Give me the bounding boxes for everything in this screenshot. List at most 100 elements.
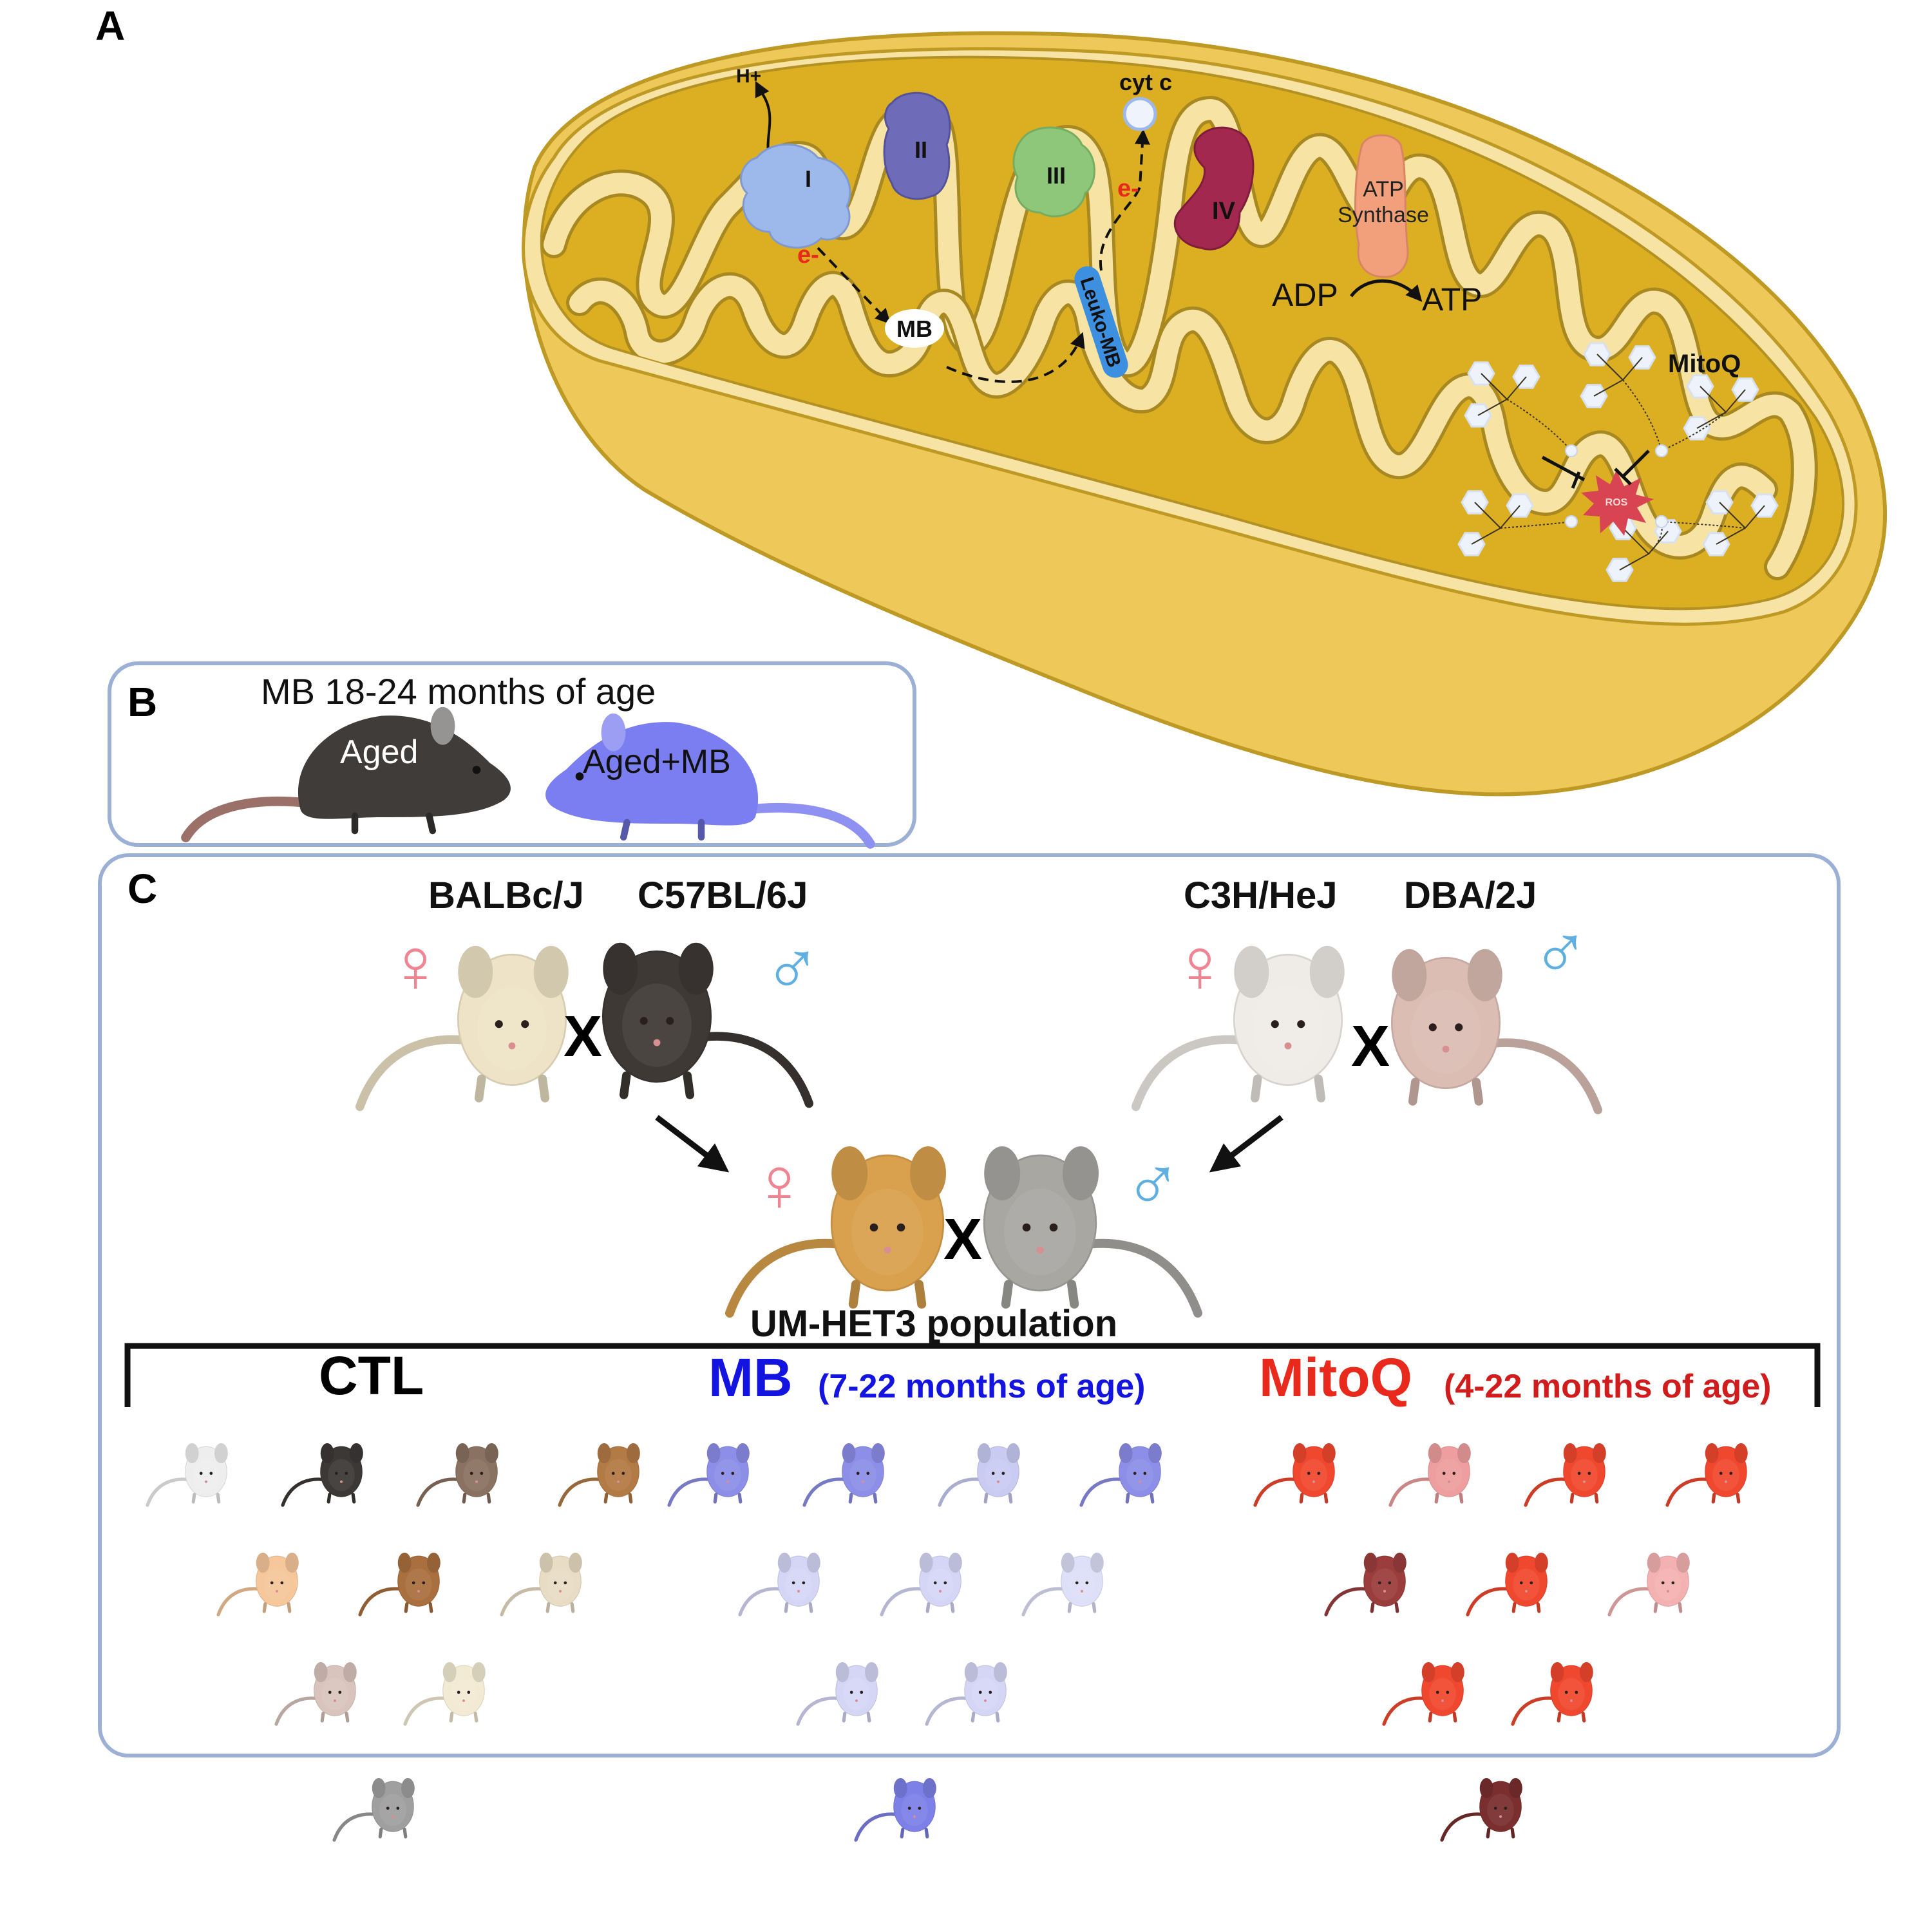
mouse-ear-left [706,1443,721,1464]
mitoq-molecule [1655,490,1779,556]
mouse-eye [386,1806,390,1810]
inhibition-line-right [1614,450,1650,486]
mouse-ear-left [842,1443,856,1464]
mouse-eye [1143,1472,1147,1475]
tpp-head [1565,444,1578,457]
mouse-legs [327,1492,356,1504]
mb-bubble [885,309,944,348]
mouse-face [1712,1459,1739,1492]
mouse-eye [270,1581,274,1585]
mouse-ear-left [964,1662,978,1683]
bond [1477,399,1508,416]
mouse-legs [262,1602,292,1613]
mouse-ear-right [1007,1443,1020,1464]
mouse-eye [467,1690,471,1694]
mouse-face [1654,1568,1681,1601]
mouse-face [1300,1459,1327,1492]
aged-mouse [181,706,511,842]
bond [1700,386,1727,413]
mouse-legs [848,1492,878,1504]
mouse-legs [474,1074,550,1103]
electron-label-1: e- [797,242,819,269]
mouse-face [605,1459,632,1492]
mouse-legs [603,1492,633,1504]
mouse-ear-left [256,1553,270,1573]
mouse-ear-left [1234,945,1269,998]
mouse-nose [726,1480,730,1483]
mouse-nose [1441,1699,1444,1702]
linker-chain [1661,412,1727,451]
mouse-ear-right [569,1553,582,1573]
female-icon: ♀ [386,922,444,1009]
group-mouse [880,1553,962,1616]
mouse-nose [558,1589,562,1593]
strain-dba-label: DBA/2J [1404,875,1537,916]
mouse-face [1371,1568,1398,1601]
mouse-eye [1661,1581,1665,1585]
complex-iii: III [1012,126,1095,218]
group-mouse [146,1443,228,1507]
mouse-ear-left [458,945,493,998]
mouse-eye [564,1581,567,1585]
mouse-eye [345,1472,348,1475]
mouse-nose [508,1042,516,1050]
group-mouse [332,1778,415,1842]
mouse-ear-right [1148,1443,1162,1464]
mouse-ear [601,713,626,752]
mouse-eye [1530,1581,1533,1585]
ros-burst: ROS [1581,470,1654,536]
proton-label: H+ [736,66,761,87]
bond [1506,376,1527,400]
group-mitoq-age-range: (4-22 months of age) [1444,1368,1772,1405]
mouse-eye [1085,1581,1089,1585]
mouse-face [1126,1459,1153,1492]
mouse-eye [1493,1806,1497,1810]
mouse-ear-right [401,1778,415,1799]
mouse-face [901,1794,928,1826]
mouse-body [545,722,759,826]
mouse-legs [1653,1602,1683,1613]
mouse-ear-right [350,1443,363,1464]
group-mouse [796,1662,878,1726]
mouse-ear-right [1322,1443,1336,1464]
mouse-legs [462,1492,491,1504]
mouse-eye [639,1017,648,1025]
mouse-legs [545,1602,575,1613]
bond [1593,379,1624,397]
mouse-eye [1271,1020,1279,1028]
mouse-tail [737,803,875,849]
mouse-eye [521,1020,529,1028]
mouse-nose [333,1699,337,1702]
atp-synthase-label-line2: Synthase [1338,203,1429,227]
mouse-eye [1435,1690,1439,1694]
mitoq-molecule [1457,490,1578,556]
mouse-legs [404,1602,433,1613]
group-mitoq-title: MitoQ [1259,1347,1412,1408]
mouse-nose [861,1480,865,1483]
mouse-legs [1557,1711,1586,1723]
mouse-legs [1511,1602,1541,1613]
mouse-eye [495,1020,503,1028]
mouse-nose [1138,1480,1142,1483]
bond [1481,373,1508,400]
aged-mb-mouse [545,713,875,849]
mouse-eye [1442,1472,1446,1475]
mouse-eye [328,1690,332,1694]
complex-ii-label: II [914,137,927,163]
mouse-face [972,1678,999,1710]
mouse-ear-left [442,1662,457,1683]
bond [1696,412,1727,429]
male-icon: ♂ [1124,1141,1182,1227]
bond [1622,357,1643,381]
mouse-face [927,1568,954,1601]
mouse-ear-left [1363,1553,1378,1573]
mouse-eye [611,1472,615,1475]
strain-c3h-label: C3H/HeJ [1184,875,1338,916]
mouse-ear-left [1061,1553,1075,1573]
group-mouse [1524,1443,1606,1507]
mouse-face [463,1459,490,1492]
population-label: UM-HET3 population [750,1303,1117,1345]
mouse-nose [462,1699,466,1702]
group-mouse [925,1662,1007,1726]
mouse-ear-right [1309,945,1345,998]
